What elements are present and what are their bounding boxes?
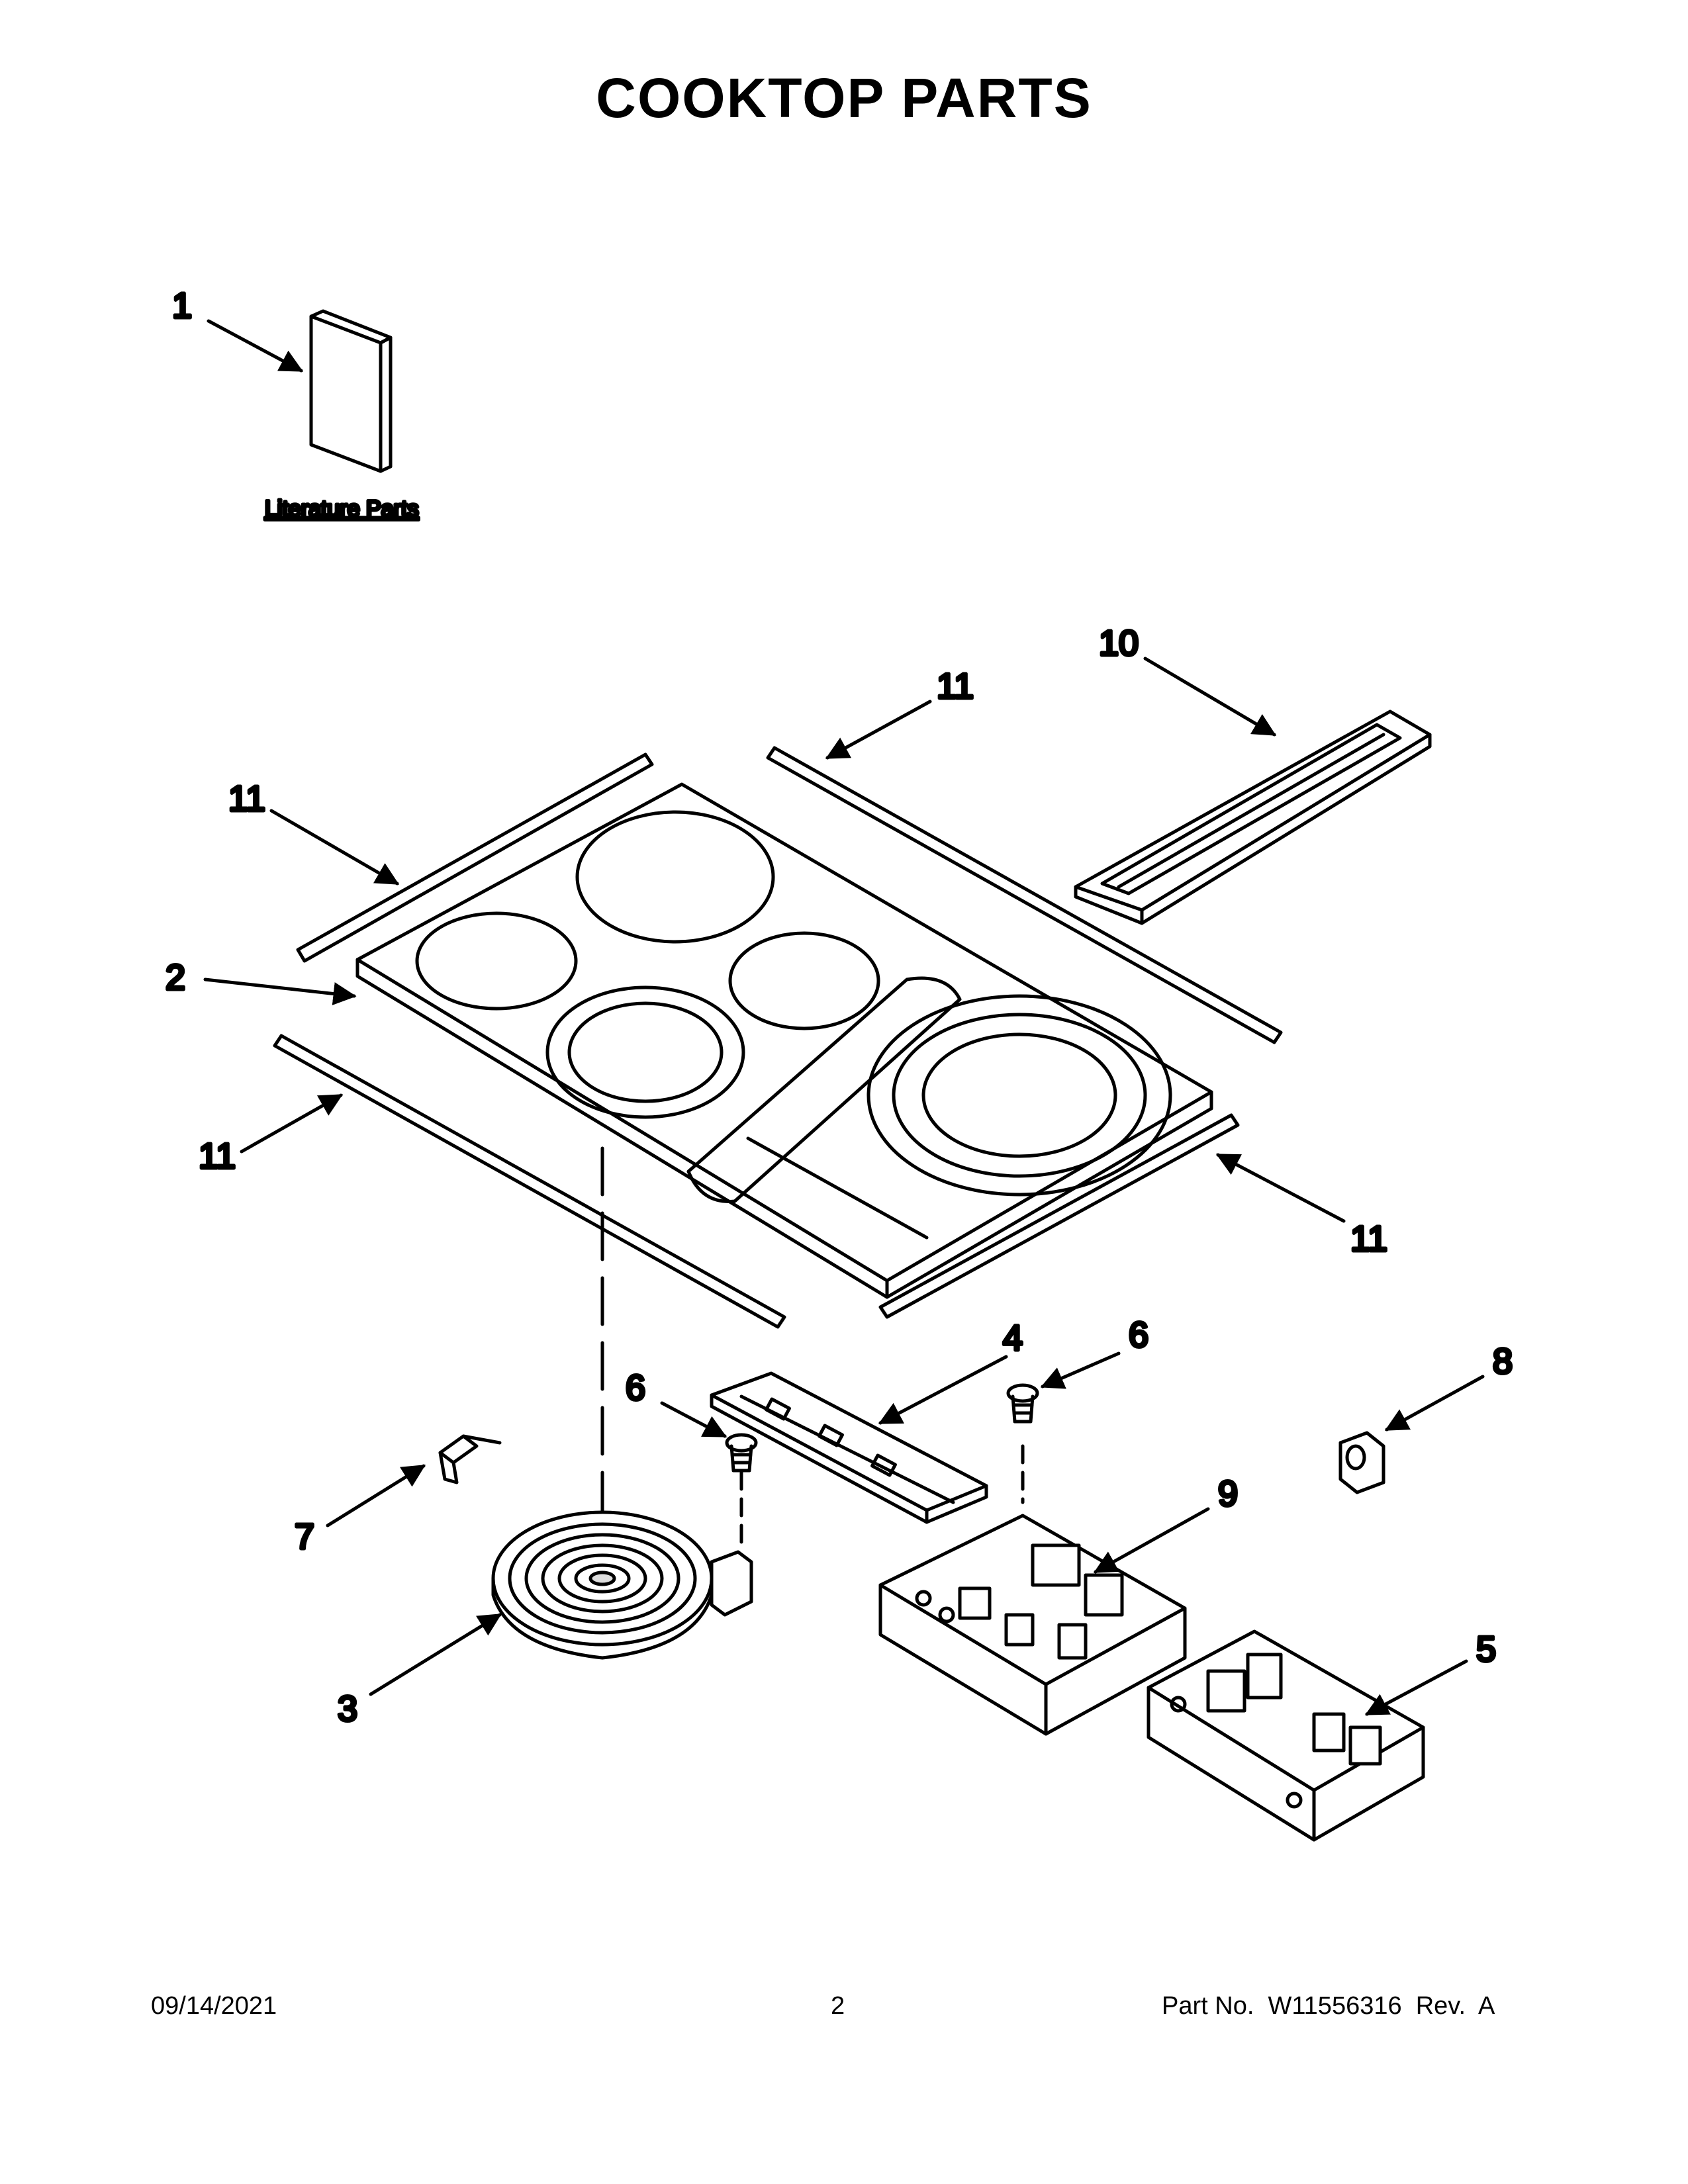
touch-control-board (710, 1371, 988, 1524)
leader-1 (207, 319, 304, 373)
screw-right (1006, 1383, 1039, 1424)
leader-3 (369, 1613, 502, 1696)
burner-dual-outer (867, 994, 1172, 1197)
footer-page-number: 2 (831, 1992, 845, 2020)
screw-left (725, 1433, 758, 1473)
burner-dual-inner (921, 1032, 1117, 1158)
callout-6-left: 6 (626, 1368, 645, 1408)
element-clip (438, 1434, 502, 1484)
leader-4 (878, 1355, 1008, 1425)
leader-2 (203, 978, 357, 1005)
callout-11-front-left: 11 (199, 1136, 236, 1176)
callout-4: 4 (1003, 1318, 1023, 1358)
trim-strip-rear-left (296, 752, 654, 963)
center-slot (686, 976, 962, 1203)
burner-front-outer (545, 985, 745, 1119)
callout-11-front-right: 11 (1350, 1219, 1387, 1259)
callout-11-rear-left: 11 (228, 779, 265, 819)
burner-rear-large (575, 810, 775, 944)
page-title: COOKTOP PARTS (596, 67, 1092, 129)
leader-9 (1093, 1507, 1210, 1574)
vent-trim (1074, 709, 1432, 925)
leader-8 (1384, 1375, 1485, 1432)
radiant-surface-element (491, 1510, 753, 1660)
grommet (1338, 1431, 1385, 1494)
burner-dual-middle (892, 1013, 1147, 1178)
callout-11-rear-right: 11 (937, 666, 974, 706)
callout-10: 10 (1099, 623, 1139, 663)
relay-board-housing (1147, 1629, 1425, 1842)
leader-11-front-left (240, 1093, 344, 1154)
leader-10 (1143, 657, 1277, 737)
footer-date: 09/14/2021 (151, 1992, 277, 2020)
leader-11-front-right (1215, 1153, 1346, 1223)
footer-part-number: Part No. W11556316 Rev. A (1162, 1992, 1495, 2020)
trim-strip-front-left (273, 1034, 786, 1329)
burner-front-inner (567, 1001, 724, 1103)
literature-booklet (309, 309, 393, 473)
leader-7 (326, 1464, 426, 1527)
callout-8: 8 (1493, 1342, 1513, 1381)
trim-strip-rear-right (766, 746, 1283, 1044)
leader-11-rear-right (825, 700, 932, 760)
leader-11-rear-left (269, 809, 400, 886)
leader-6-left (660, 1401, 727, 1438)
callout-9: 9 (1218, 1474, 1238, 1514)
callout-1: 1 (172, 286, 192, 326)
burner-right-small (728, 931, 880, 1030)
callout-2: 2 (165, 958, 185, 997)
callout-5: 5 (1476, 1629, 1496, 1669)
callout-6-right: 6 (1129, 1315, 1149, 1355)
cooktop-glass (355, 782, 1213, 1299)
trim-strip-front-right (878, 1113, 1240, 1319)
burner-left (415, 911, 578, 1011)
leader-5 (1364, 1659, 1468, 1716)
literature-parts-label: Literature Parts (265, 496, 418, 522)
callout-3: 3 (338, 1689, 357, 1729)
power-board-housing (878, 1514, 1187, 1736)
leader-6-right (1040, 1351, 1121, 1389)
callout-7: 7 (295, 1517, 314, 1557)
